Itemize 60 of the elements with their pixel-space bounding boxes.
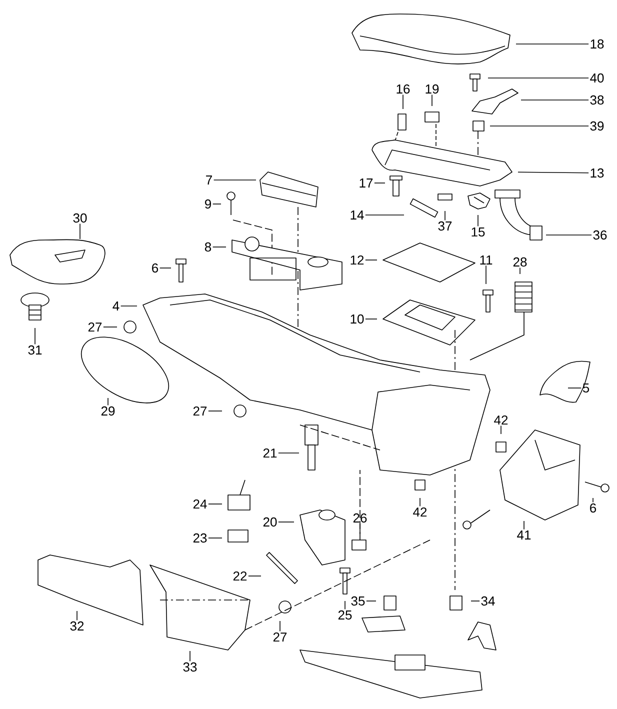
callout-number: 37 [438, 221, 452, 231]
leader-line [366, 600, 376, 602]
leader-line [402, 94, 404, 110]
leader-line [365, 214, 404, 216]
callout-number: 4 [112, 302, 120, 310]
callout-number: 22 [233, 571, 247, 581]
callout-number: 20 [263, 517, 277, 527]
leader-line [278, 452, 300, 454]
callout-number: 33 [183, 662, 197, 672]
callout-number: 30 [73, 213, 87, 223]
callout-number: 16 [396, 84, 410, 94]
leader-line [208, 410, 222, 412]
leader-line [34, 328, 36, 345]
callout-number: 40 [590, 73, 604, 83]
callout-number: 42 [494, 415, 508, 425]
leader-line [103, 326, 118, 328]
callout-number: 32 [70, 621, 84, 631]
callout-number: 8 [204, 242, 212, 252]
callout-number: 35 [351, 596, 365, 606]
callout-number: 17 [360, 178, 373, 188]
leader-line [546, 234, 592, 236]
callout-number: 23 [193, 533, 207, 543]
callout-number: 13 [590, 168, 604, 178]
callout-number: 18 [590, 39, 604, 49]
callout-number: 26 [353, 513, 367, 523]
callout-number: 34 [481, 596, 495, 606]
callout-number: 11 [480, 256, 492, 264]
leader-line [470, 600, 480, 602]
callout-number: 7 [206, 176, 212, 184]
leader-line [374, 182, 386, 184]
callout-number: 27 [193, 406, 207, 416]
callout-number: 9 [205, 199, 211, 209]
callout-number: 24 [193, 499, 207, 509]
callout-number: 29 [101, 406, 115, 416]
leader-line [212, 246, 226, 248]
callout-number: 25 [338, 610, 352, 620]
callout-number: 6 [152, 263, 158, 273]
callout-number: 14 [350, 210, 364, 220]
callout-number: 19 [426, 84, 439, 94]
callout-number: 21 [263, 448, 277, 458]
callout-number: 36 [593, 230, 607, 240]
leader-line [500, 425, 502, 434]
leader-line [76, 610, 78, 621]
callout-number: 12 [350, 255, 364, 265]
leader-line [444, 210, 446, 221]
callout-number: 15 [472, 227, 485, 237]
callout-number: 42 [413, 507, 427, 517]
callout-number: 27 [273, 632, 287, 642]
leader-line [592, 498, 594, 503]
callout-number: 10 [350, 314, 364, 324]
callout-number: 39 [590, 121, 604, 131]
callout-number: 38 [590, 95, 604, 105]
callout-number: 6 [590, 503, 596, 513]
leader-line [344, 600, 346, 610]
callout-number: 31 [28, 345, 42, 355]
callout-number: 28 [513, 257, 527, 267]
callout-number: 41 [517, 530, 531, 540]
leader-line [518, 172, 589, 174]
callout-number: 27 [88, 322, 102, 332]
leader-line [365, 318, 378, 320]
